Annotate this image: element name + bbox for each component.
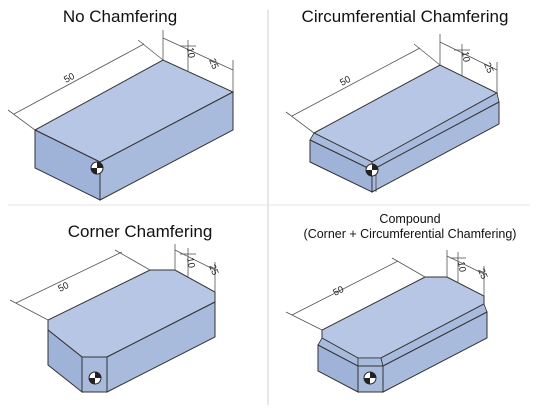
dimension-width: 25 <box>206 263 220 277</box>
side-face <box>99 91 234 201</box>
side-face <box>382 311 488 393</box>
title-compound-line1: Compound <box>379 212 441 226</box>
dimension-lines <box>9 244 216 321</box>
dimension-length: 50 <box>62 71 77 86</box>
title-compound-line2: (Corner + Circumferential Chamfering) <box>303 227 517 241</box>
dimension-height: 10 <box>184 257 197 269</box>
dimension-height: 10 <box>455 261 468 273</box>
datum-marker-icon <box>363 371 377 385</box>
dimension-lines <box>7 30 234 131</box>
block-no-chamfering: 50 10 25 <box>7 30 235 201</box>
dimension-width: 25 <box>481 61 495 75</box>
dimension-lines <box>285 34 498 134</box>
block-corner-chamfering: 50 10 25 <box>9 244 220 394</box>
title-corner-chamfering: Corner Chamfering <box>67 222 213 241</box>
dimension-width: 25 <box>475 267 489 281</box>
dimension-height: 10 <box>459 51 472 63</box>
dimension-length: 50 <box>338 74 353 89</box>
dimension-width: 25 <box>206 57 220 71</box>
dimension-length: 50 <box>331 284 345 299</box>
datum-marker-icon <box>365 163 379 177</box>
datum-marker-icon <box>90 161 104 175</box>
block-circumferential-chamfering: 50 10 25 <box>285 34 500 193</box>
side-face <box>371 101 500 193</box>
dimension-length: 50 <box>56 280 70 295</box>
title-compound: Compound (Corner + Circumferential Chamf… <box>285 212 535 242</box>
side-face <box>106 301 216 393</box>
chamfer-band-corner <box>357 357 384 367</box>
title-circumferential-chamfering: Circumferential Chamfering <box>301 7 509 26</box>
title-no-chamfering: No Chamfering <box>62 7 178 26</box>
dimension-height: 10 <box>184 47 197 59</box>
datum-marker-icon <box>88 371 102 385</box>
block-compound-chamfering: 50 10 25 <box>285 250 489 393</box>
dimension-lines <box>285 250 485 331</box>
